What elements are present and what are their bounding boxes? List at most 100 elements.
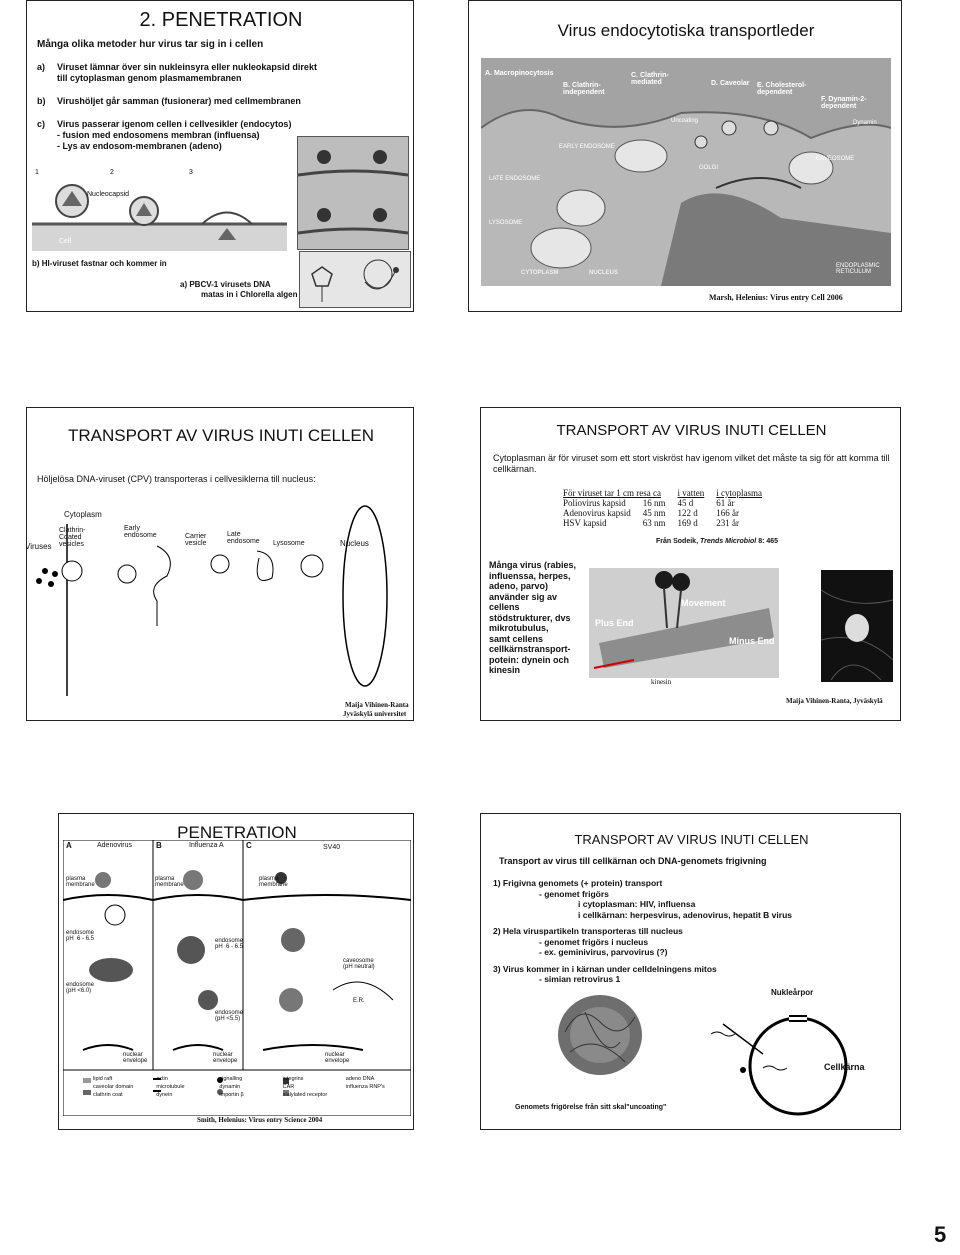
legend-item: microtubule	[156, 1084, 219, 1090]
table-cell: Poliovirus kapsid	[557, 498, 637, 508]
nucleocapsid-label: Nucleocapsid	[87, 191, 129, 199]
body-line: i cellkärnan: herpesvirus, adenovirus, h…	[493, 910, 792, 921]
table-cell: 45 d	[672, 498, 711, 508]
pbcv-svg	[300, 252, 410, 307]
label-late-endosome: LATE ENDOSOME	[489, 176, 540, 182]
table-row: Adenovirus kapsid 45 nm 122 d 166 år	[557, 508, 768, 518]
legend-item: clathrin coat	[93, 1092, 156, 1098]
label-lysosome: Lysosome	[273, 540, 305, 547]
label-plasma-b: plasma membrane	[155, 876, 184, 888]
citation-line2: Jyväskylä universitet	[343, 710, 406, 718]
body-line: i cytoplasman: HIV, influensa	[493, 899, 792, 910]
label-plasma-a: plasma membrane	[66, 876, 95, 888]
body-line: samt cellens	[489, 634, 576, 645]
endocytosis-svg	[481, 58, 891, 286]
body-line: adeno, parvo)	[489, 581, 576, 592]
panel-letter-c: C	[246, 841, 252, 850]
legend-item: integrins	[283, 1076, 346, 1082]
table-header: i vatten	[672, 488, 711, 498]
source-prefix: Från Sodeik,	[656, 538, 700, 545]
label-early-endosome: EARLY ENDOSOME	[559, 144, 615, 150]
legend-item: caveolar domain	[93, 1084, 156, 1090]
label-nucleus: Nucleus	[340, 539, 369, 548]
fluorescence-svg	[821, 570, 893, 682]
body-line: potein: dynein och	[489, 655, 576, 666]
table-header: För viruset tar 1 cm resa ca	[557, 488, 672, 498]
body-text: Många virus (rabies, influenssa, herpes,…	[489, 560, 576, 676]
label-early-endosome: Early endosome	[124, 525, 157, 539]
label-cytoplasm: Cytoplasm	[64, 510, 102, 519]
label-late-endosome: Late endosome	[227, 531, 260, 545]
body-text: 1) Frigivna genomets (+ protein) transpo…	[493, 878, 792, 985]
label-uncoating: Uncoating	[671, 118, 698, 124]
legend-item: influenza RNP's	[346, 1084, 409, 1090]
endocytosis-figure: A. Macropinocytosis B. Clathrin- indepen…	[481, 58, 891, 286]
label-cytoplasm: CYTOPLASM	[521, 270, 559, 276]
label-endosome-a: endosome pH 6 - 6.5	[66, 930, 94, 942]
body-line: cellkärnstransport-	[489, 644, 576, 655]
slide-intro: Cytoplasman är för viruset som ett stort…	[493, 453, 893, 475]
caption-pbcv-1: a) PBCV-1 virusets DNA	[180, 280, 271, 289]
label-caveosome: CAVEOSOME	[816, 156, 854, 162]
panel-letter-a: A	[66, 841, 72, 850]
item-a-mark: a)	[37, 62, 45, 73]
slide-penetration-2: PENETRATION A Adenovirus B	[58, 813, 414, 1130]
panel-name-b: Influenza A	[189, 842, 224, 849]
legend-item: dynein	[156, 1092, 219, 1098]
page-number: 5	[934, 1222, 946, 1248]
citation-line1: Maija Vihinen-Ranta	[345, 701, 409, 709]
citation: Maija Vihinen-Ranta, Jyväskylä	[786, 697, 883, 705]
body-line: - genomet frigörs	[493, 889, 792, 900]
body-line: - genomet frigörs i nucleus	[493, 937, 792, 948]
label-golgi: GOLGI	[699, 165, 718, 171]
item-b-line1: Virushöljet går samman (fusionerar) med …	[57, 96, 301, 107]
label-endosome-a2: endosome (pH <6.0)	[66, 982, 94, 994]
body-line: stödstrukturer, dvs	[489, 613, 576, 624]
item-c-line2: - fusion med endosomens membran (influen…	[57, 130, 260, 141]
label-endosome-b: endosome pH 6 - 6.5	[215, 938, 243, 950]
body-line: 3) Virus kommer in i kärnan under cellde…	[493, 964, 792, 975]
item-c-line1: Virus passerar igenom cellen i cellvesik…	[57, 119, 291, 130]
slide-transport-2: TRANSPORT AV VIRUS INUTI CELLEN Cytoplas…	[480, 407, 901, 721]
body-line: cellens	[489, 602, 576, 613]
table-cell: 122 d	[672, 508, 711, 518]
cell-label: Cell	[59, 238, 71, 246]
label-er: ENDOPLASMIC RETICULUM	[836, 263, 880, 275]
label-clathrin-mediated: C. Clathrin- mediated	[631, 72, 669, 86]
slide-transport-1: TRANSPORT AV VIRUS INUTI CELLEN Höljelös…	[26, 407, 414, 721]
table-header: i cytoplasma	[710, 488, 768, 498]
table-header-row: För viruset tar 1 cm resa ca i vatten i …	[557, 488, 768, 498]
micrograph-pbcv	[299, 251, 411, 308]
item-c-line3: - Lys av endosom-membranen (adeno)	[57, 141, 222, 152]
label-kinesin: kinesin	[651, 678, 671, 686]
label-cellkarna: Cellkärna	[824, 1062, 865, 1072]
slide-title: 2. PENETRATION	[27, 9, 414, 32]
body-line: Många virus (rabies,	[489, 560, 576, 571]
slide-endocytic-routes: Virus endocytotiska transportleder A. Ma…	[468, 0, 902, 312]
label-dynamin: Dynamin	[853, 120, 877, 126]
source-journal: Trends Microbiol	[700, 538, 756, 545]
genome-caption: Genomets frigörelse från sitt skal"uncoa…	[515, 1104, 666, 1111]
body-line: kinesin	[489, 665, 576, 676]
item-a-line1: Viruset lämnar över sin nukleinsyra elle…	[57, 62, 317, 73]
legend-item: CAR	[283, 1084, 346, 1090]
body-line: använder sig av	[489, 592, 576, 603]
table-cell: 45 nm	[637, 508, 672, 518]
citation: Marsh, Helenius: Virus entry Cell 2006	[709, 293, 843, 302]
body-line: - ex. geminivirus, parvovirus (?)	[493, 947, 792, 958]
label-nucleopore: Nukleårpor	[771, 988, 813, 997]
label-nucleus: NUCLEUS	[589, 270, 618, 276]
source-suffix: 8: 465	[756, 538, 778, 545]
penetration-figure: A Adenovirus B Influenza A C SV40 plasma…	[63, 840, 411, 1116]
slide-penetration-1: 2. PENETRATION Många olika metoder hur v…	[26, 0, 414, 312]
legend-item: adeno DNA	[346, 1076, 409, 1082]
micrograph-entry	[297, 136, 409, 250]
label-nuclear-c: nuclear envelope	[325, 1052, 349, 1064]
slide-transport-3: TRANSPORT AV VIRUS INUTI CELLEN Transpor…	[480, 813, 901, 1130]
slide-title: Virus endocytotiska transportleder	[469, 21, 902, 41]
slide-title: TRANSPORT AV VIRUS INUTI CELLEN	[481, 832, 901, 847]
panel-letter-b: B	[156, 841, 162, 850]
label-plus-end: Plus End	[595, 618, 634, 628]
table-row: Poliovirus kapsid 16 nm 45 d 61 år	[557, 498, 768, 508]
legend: lipid raft actin signalling integrins ad…	[93, 1076, 409, 1098]
